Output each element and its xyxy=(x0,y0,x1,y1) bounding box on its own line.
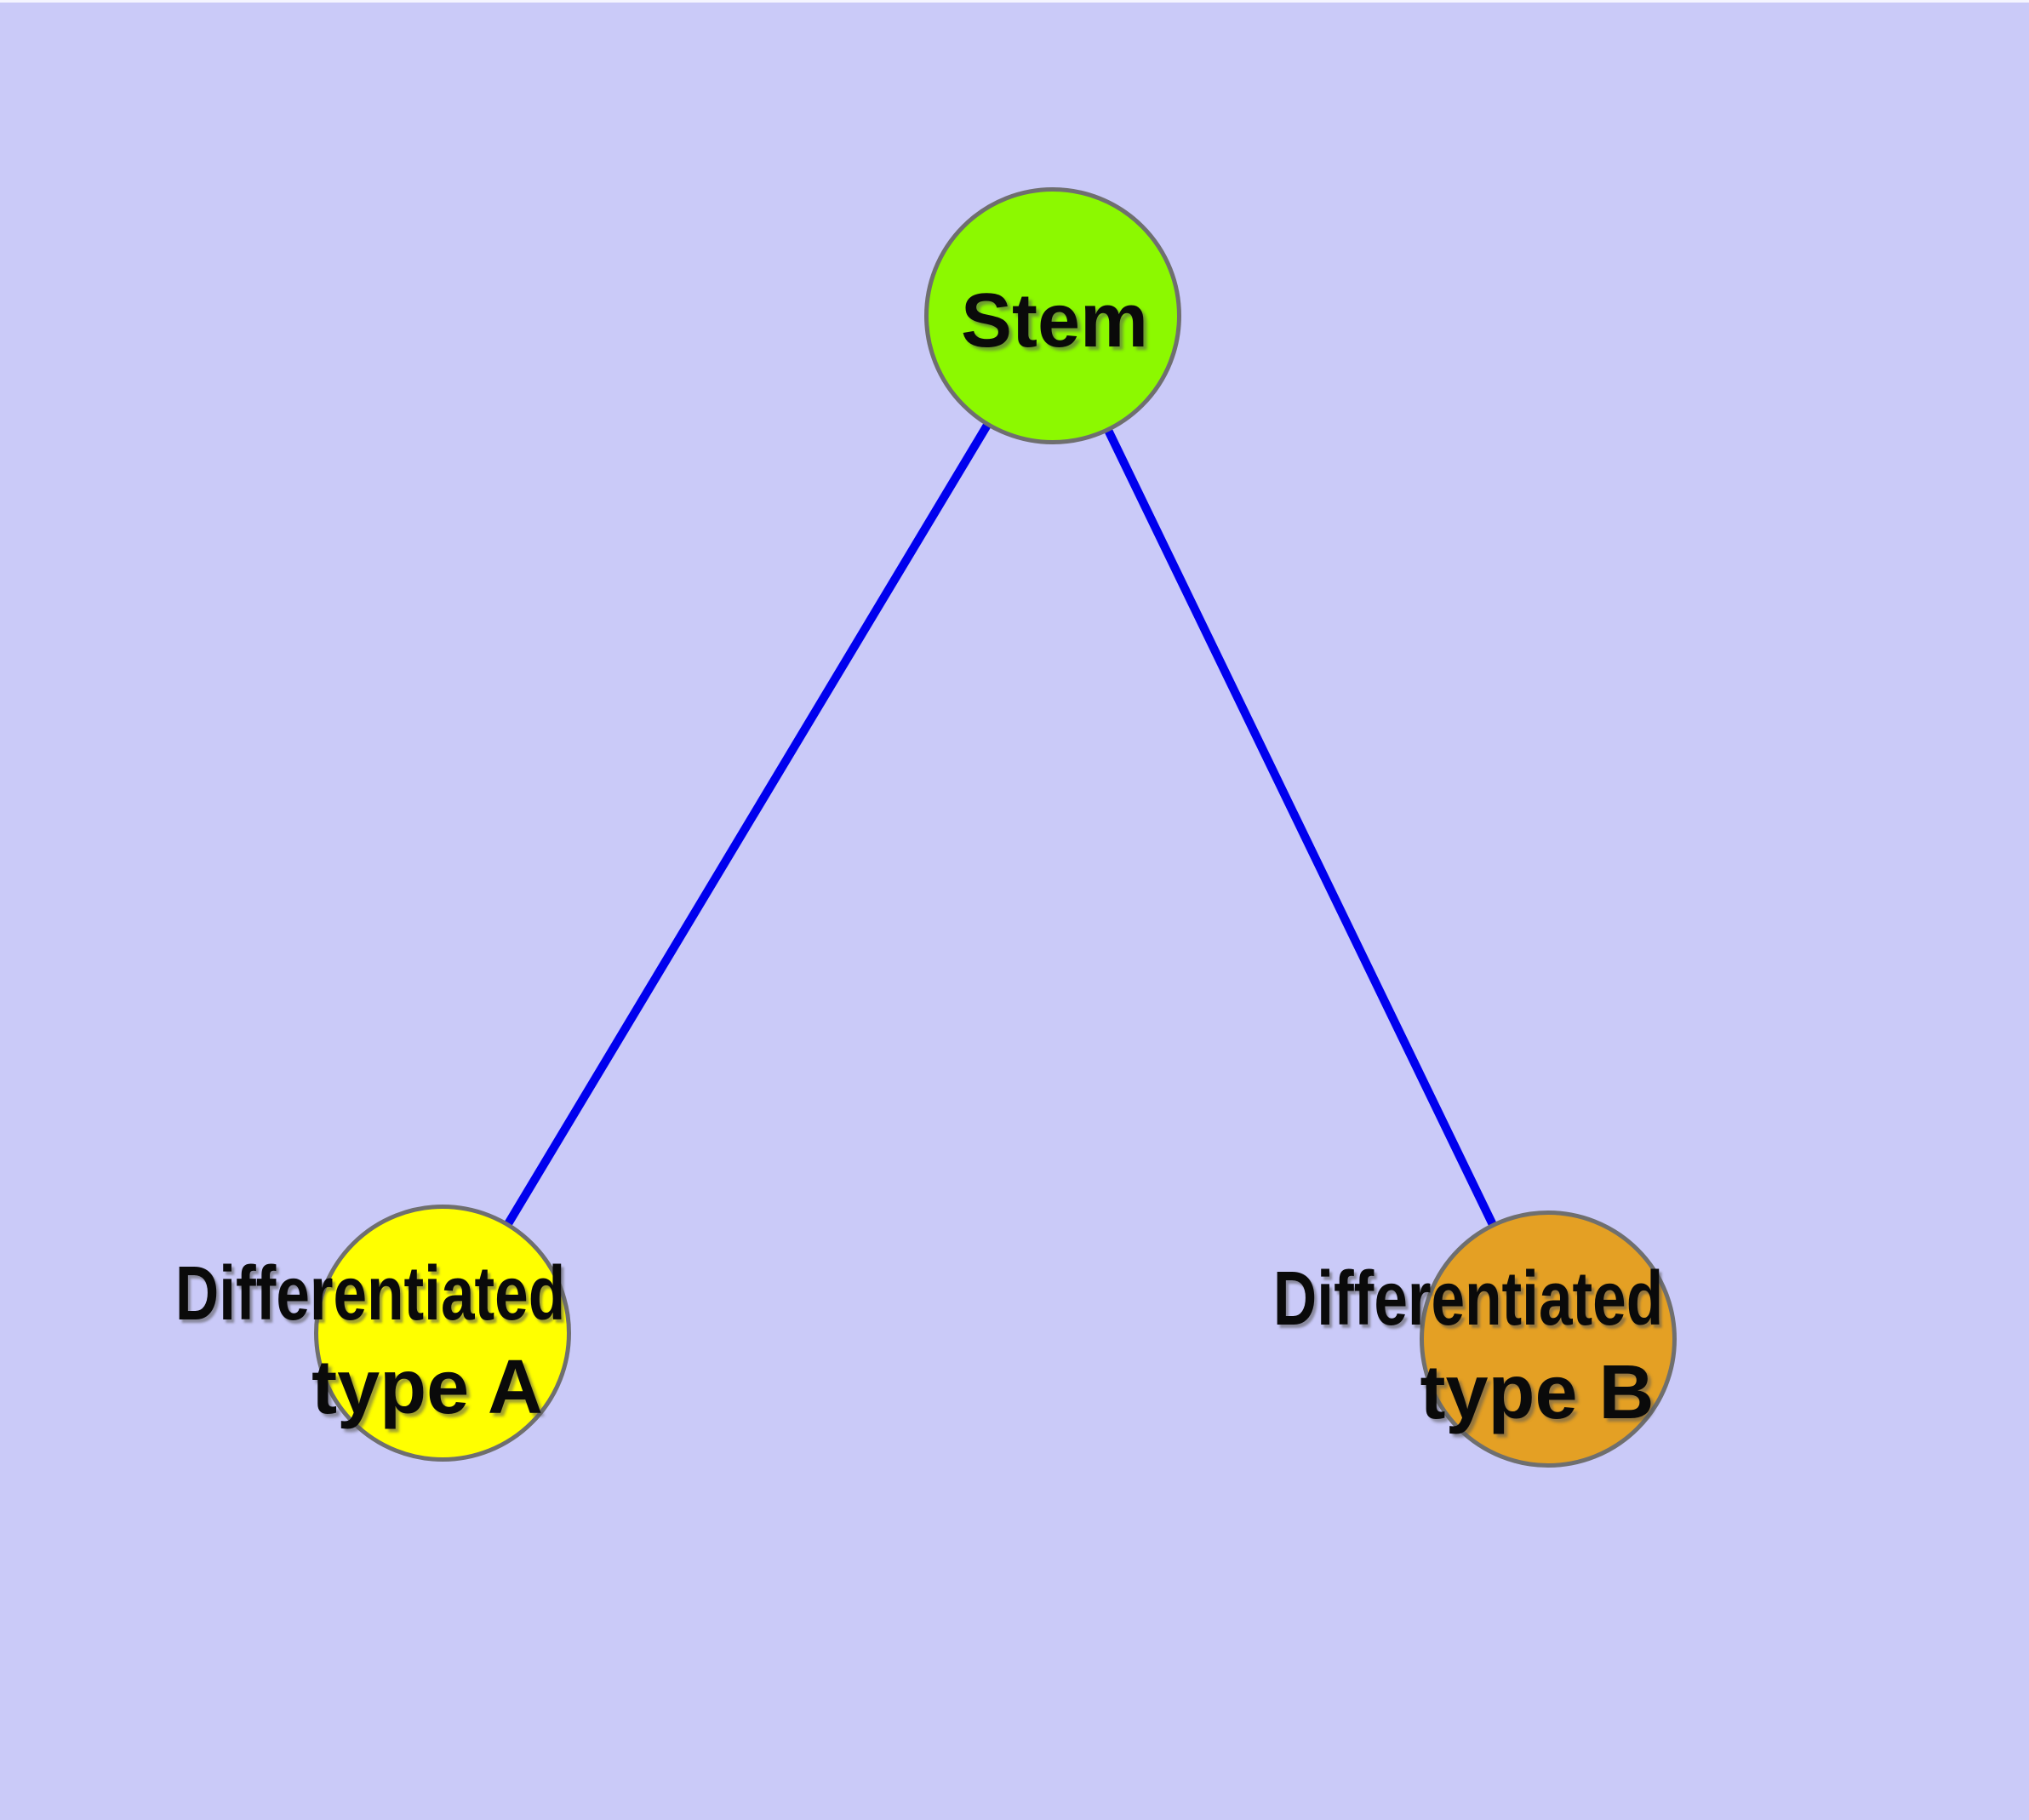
node-differentiated-type-b xyxy=(1420,1210,1677,1468)
top-edge-strip xyxy=(0,0,2029,3)
node-diff-b-label-line2: type B xyxy=(1420,1350,1655,1435)
node-diff-b-label-line1: Differentiated xyxy=(1272,1256,1664,1342)
edge-stem-to-diff-a xyxy=(438,313,1057,1336)
node-differentiated-type-a xyxy=(314,1205,571,1462)
edge-stem-to-diff-b xyxy=(1049,313,1552,1342)
node-stem-label: Stem xyxy=(960,278,1149,363)
node-diff-a-label-line2: type A xyxy=(311,1345,543,1430)
node-stem xyxy=(924,187,1181,444)
node-diff-a-label-line1: Differentiated xyxy=(174,1251,566,1336)
